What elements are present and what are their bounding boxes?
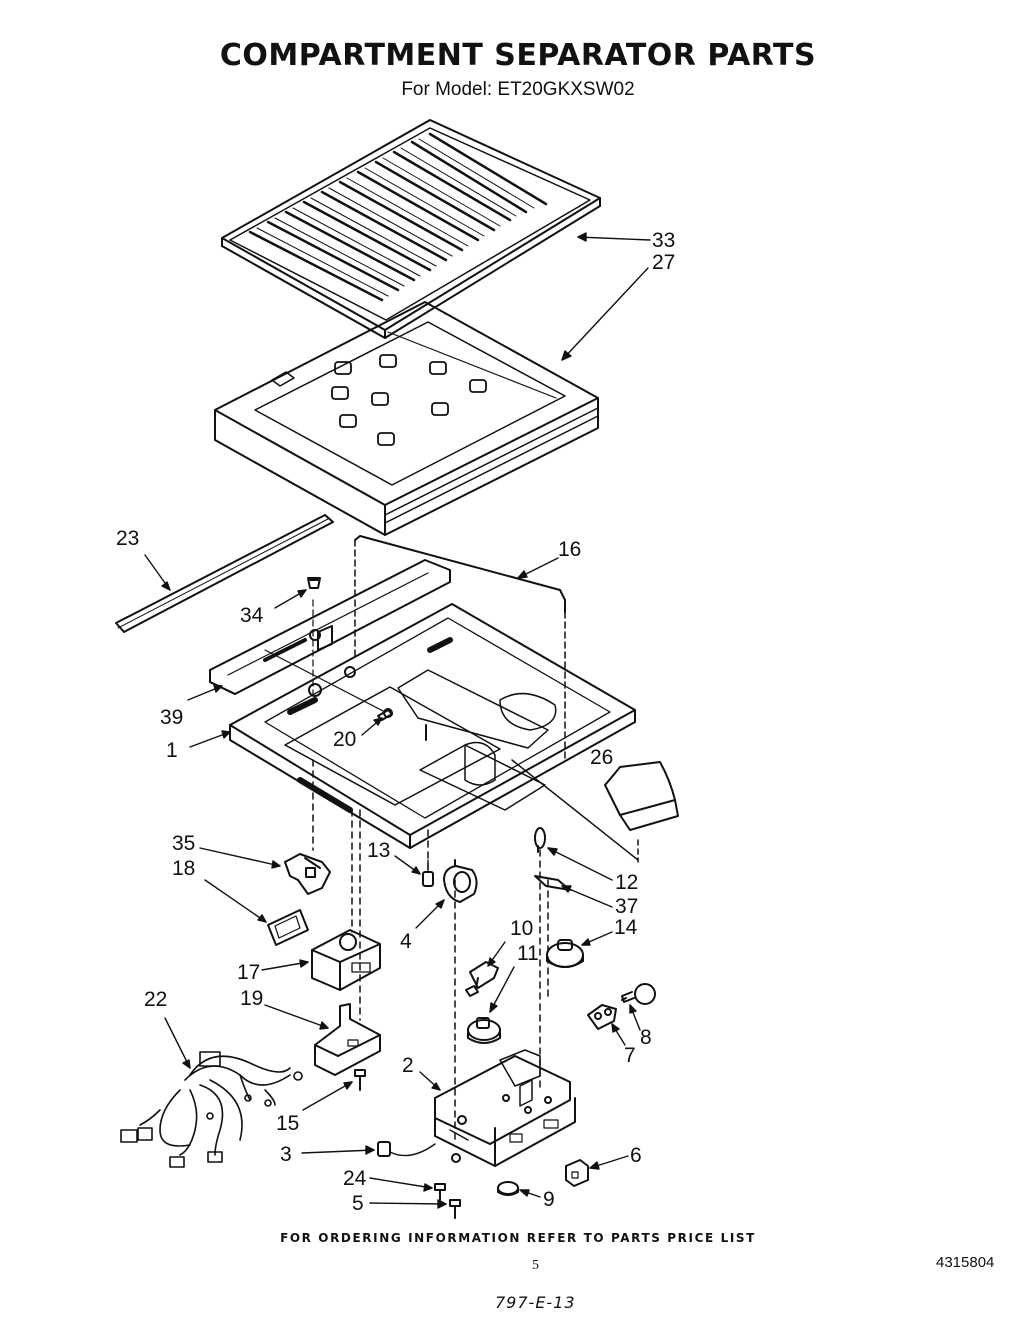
callout-2: 2 xyxy=(402,1054,414,1077)
callout-35: 35 xyxy=(172,832,195,855)
part-34-screw xyxy=(307,577,321,589)
callout-1: 1 xyxy=(166,739,178,762)
part-4-damper-motor xyxy=(443,859,478,903)
part-8-light-bulb xyxy=(621,983,656,1005)
callout-6: 6 xyxy=(630,1144,642,1167)
document-number: 4315804 xyxy=(936,1254,995,1271)
callout-12: 12 xyxy=(615,871,638,894)
callout-11: 11 xyxy=(517,942,539,965)
part-9-plug xyxy=(497,1181,519,1196)
part-6-terminal-block xyxy=(565,1159,589,1187)
callout-16: 16 xyxy=(558,538,581,561)
callout-34: 34 xyxy=(240,604,264,627)
callout-13: 13 xyxy=(367,839,390,862)
callout-8: 8 xyxy=(640,1026,652,1049)
ordering-info-footer: FOR ORDERING INFORMATION REFER TO PARTS … xyxy=(280,1231,756,1245)
callout-27: 27 xyxy=(652,251,675,274)
part-18-gasket xyxy=(267,909,309,946)
part-11-knob xyxy=(467,1017,501,1044)
part-10-thermostat xyxy=(465,961,499,997)
callout-33: 33 xyxy=(652,229,675,252)
part-2-control-base xyxy=(434,1049,576,1167)
callout-labels: 33 27 23 16 34 39 1 20 26 35 13 12 18 37… xyxy=(116,229,675,1215)
callout-17: 17 xyxy=(237,961,260,984)
callout-15: 15 xyxy=(276,1112,299,1135)
part-12-damper-arm xyxy=(534,827,546,853)
part-1-separator-base xyxy=(209,559,636,849)
callout-14: 14 xyxy=(614,916,638,939)
callout-7: 7 xyxy=(624,1044,636,1067)
part-26-duct-cover xyxy=(511,759,679,863)
page-number: 5 xyxy=(532,1258,539,1273)
part-13-thermistor xyxy=(422,859,434,887)
callout-10: 10 xyxy=(510,917,533,940)
leader-lines xyxy=(144,232,651,1209)
callout-22: 22 xyxy=(144,988,167,1011)
part-23-trim-strip xyxy=(115,514,334,633)
model-subtitle: For Model: ET20GKXSW02 xyxy=(401,79,635,100)
callout-3: 3 xyxy=(280,1143,292,1166)
part-14-control-knob xyxy=(546,939,584,968)
callout-4: 4 xyxy=(400,930,412,953)
callout-37: 37 xyxy=(615,895,638,918)
part-24-screw xyxy=(434,1183,446,1201)
handwritten-note: 797-E-13 xyxy=(495,1293,576,1312)
callout-20: 20 xyxy=(333,728,356,751)
part-22-wire-harness xyxy=(120,1051,303,1168)
callout-9: 9 xyxy=(543,1188,555,1211)
part-17-control-housing xyxy=(311,929,381,991)
callout-18: 18 xyxy=(172,857,195,880)
part-19-control-bracket xyxy=(314,1003,381,1076)
part-33-grille-shelf xyxy=(221,119,601,339)
page-title: COMPARTMENT SEPARATOR PARTS xyxy=(219,38,817,73)
callout-26: 26 xyxy=(590,746,613,769)
part-7-lamp-socket xyxy=(587,1004,617,1030)
part-5-screw xyxy=(449,1199,461,1219)
part-35-bracket xyxy=(284,853,331,895)
callout-19: 19 xyxy=(240,987,263,1010)
callout-24: 24 xyxy=(343,1167,367,1190)
part-3-connector xyxy=(377,1141,436,1157)
callout-5: 5 xyxy=(352,1192,364,1215)
callout-39: 39 xyxy=(160,706,183,729)
callout-23: 23 xyxy=(116,527,139,550)
part-27-separator-frame xyxy=(214,301,599,536)
part-15-screw xyxy=(354,1069,366,1091)
